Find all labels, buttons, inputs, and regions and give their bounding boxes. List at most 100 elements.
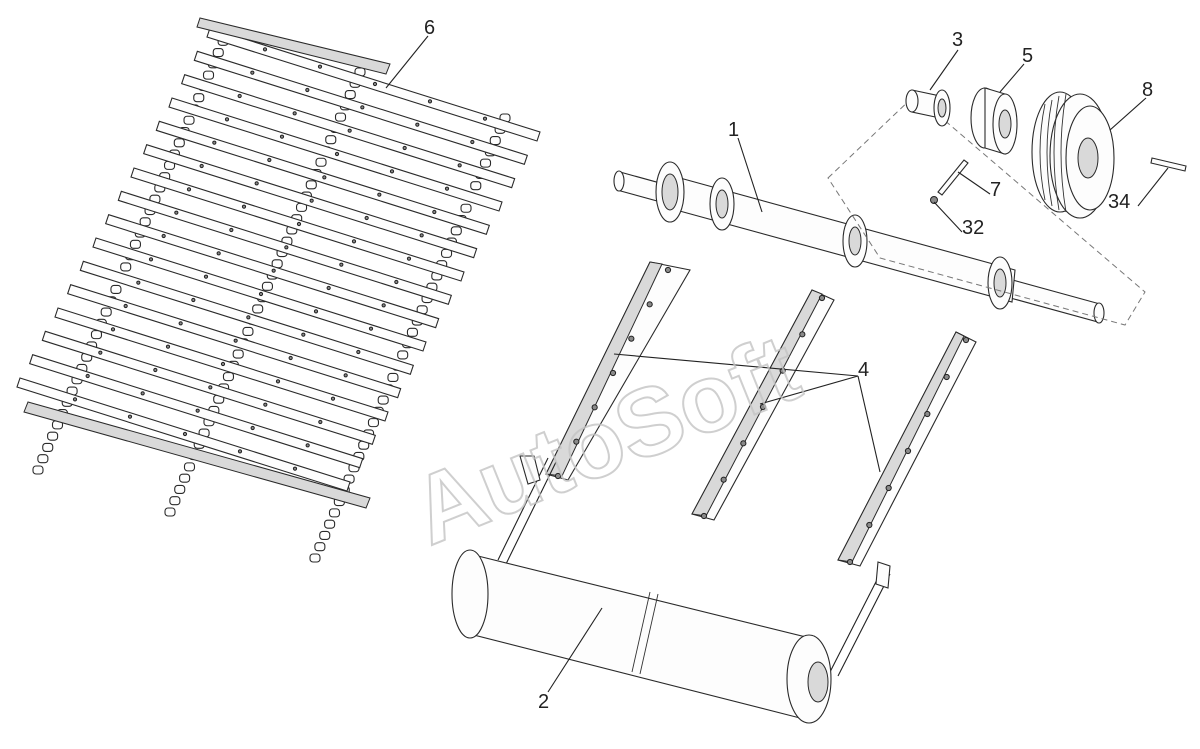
slat-hole bbox=[284, 245, 289, 250]
slat-hole bbox=[195, 408, 200, 413]
rail-hole bbox=[885, 484, 892, 492]
chain-link bbox=[183, 462, 196, 472]
assembly-dashed-outline bbox=[827, 94, 1146, 326]
slat-hole bbox=[313, 309, 319, 314]
slat-hole bbox=[301, 332, 306, 337]
slat-hole bbox=[389, 169, 395, 174]
leader-4c bbox=[857, 375, 881, 473]
pulley-part-8 bbox=[1031, 91, 1115, 219]
slat-hole bbox=[292, 111, 297, 116]
slat-hole bbox=[402, 145, 407, 151]
rail-hole bbox=[943, 373, 950, 381]
slat-hole bbox=[364, 215, 369, 221]
callout-34: 34 bbox=[1108, 191, 1130, 213]
shaft-sprocket-middle bbox=[842, 214, 868, 268]
slat-hole bbox=[148, 257, 154, 262]
rail-hole bbox=[720, 476, 727, 483]
slat-hole bbox=[254, 181, 259, 186]
slat-hole bbox=[212, 140, 217, 145]
slat-conveyor-part-6 bbox=[16, 17, 541, 563]
slat-hole bbox=[191, 297, 196, 303]
chain-link bbox=[193, 93, 205, 103]
chain-link bbox=[174, 484, 186, 494]
chain-link bbox=[183, 115, 195, 125]
drum-end-left bbox=[451, 549, 489, 639]
chain-link bbox=[110, 284, 122, 295]
slat-hole bbox=[296, 221, 302, 227]
shaft-sprocket-left bbox=[709, 177, 735, 231]
slat-hole bbox=[330, 396, 336, 401]
leader-lines bbox=[385, 35, 1169, 693]
chain-link bbox=[222, 372, 235, 382]
guide-rail-holes bbox=[554, 266, 970, 566]
slat-hole bbox=[470, 139, 475, 145]
callout-6: 6 bbox=[424, 17, 435, 39]
callout-1: 1 bbox=[728, 119, 739, 141]
slat-hole bbox=[72, 397, 78, 402]
slat-hole bbox=[136, 280, 141, 285]
slat-hole bbox=[199, 163, 204, 169]
chain-link bbox=[387, 372, 399, 383]
slat-hole bbox=[351, 239, 357, 244]
slat-hole bbox=[432, 209, 437, 215]
slat-hole bbox=[334, 151, 340, 157]
rail-hole bbox=[904, 447, 912, 455]
chain-link bbox=[129, 239, 141, 249]
slat-hole bbox=[356, 349, 361, 355]
chain-link bbox=[460, 203, 472, 213]
slat-hole bbox=[220, 361, 226, 367]
chain-link bbox=[324, 519, 336, 529]
chain-link bbox=[315, 157, 327, 167]
slat-hole bbox=[372, 81, 378, 87]
slat-hole bbox=[258, 291, 264, 297]
slat-hole bbox=[347, 128, 352, 133]
chain-link bbox=[489, 136, 501, 146]
rail-hole bbox=[866, 521, 873, 529]
chain-link bbox=[173, 138, 185, 148]
rail-hole bbox=[818, 294, 826, 302]
chain-link bbox=[319, 530, 331, 540]
chain-link bbox=[450, 226, 462, 236]
shaft-end-left bbox=[613, 170, 625, 192]
chain-link bbox=[42, 442, 54, 452]
slat-hole bbox=[339, 262, 344, 267]
leader-4b bbox=[759, 375, 859, 405]
chain-link bbox=[120, 262, 132, 272]
rail-hole bbox=[740, 440, 747, 447]
slat-hole bbox=[140, 391, 145, 396]
rail-hole bbox=[628, 335, 635, 342]
slat-hole bbox=[186, 187, 192, 192]
slat-hole bbox=[271, 268, 276, 273]
leader-3 bbox=[929, 49, 959, 91]
chain-link bbox=[179, 473, 191, 483]
slat-hole bbox=[444, 186, 450, 191]
slat-hole bbox=[292, 466, 298, 471]
chain-link bbox=[344, 90, 356, 100]
chain-link bbox=[305, 180, 317, 190]
rail-hole bbox=[609, 369, 617, 377]
leader-5 bbox=[999, 63, 1025, 93]
slat-hole bbox=[165, 344, 171, 349]
chain-link bbox=[367, 418, 380, 428]
guide-rail-left-part-4 bbox=[545, 261, 691, 481]
slat-hole bbox=[263, 402, 268, 407]
leader-8 bbox=[1109, 97, 1147, 131]
leader-6 bbox=[385, 35, 429, 89]
shaft-flange-hub bbox=[661, 173, 679, 211]
chain-link bbox=[309, 553, 321, 563]
slat-hole bbox=[208, 385, 213, 390]
slat-hole bbox=[419, 233, 424, 238]
slat-hole bbox=[233, 338, 238, 343]
slat-hole bbox=[457, 163, 462, 168]
slat-hole bbox=[229, 227, 234, 233]
slat-hole bbox=[288, 355, 293, 361]
callout-labels: 6 1 3 5 8 7 32 34 4 2 bbox=[424, 17, 1153, 713]
slat-hole bbox=[415, 122, 420, 127]
slat-hole bbox=[110, 327, 116, 332]
leader-34 bbox=[1137, 167, 1169, 207]
chain-link bbox=[232, 349, 244, 359]
slat-hole bbox=[305, 443, 310, 448]
slat-hole bbox=[377, 192, 382, 197]
rail-hole bbox=[759, 403, 767, 411]
drum-arm-left-tab bbox=[519, 455, 541, 485]
